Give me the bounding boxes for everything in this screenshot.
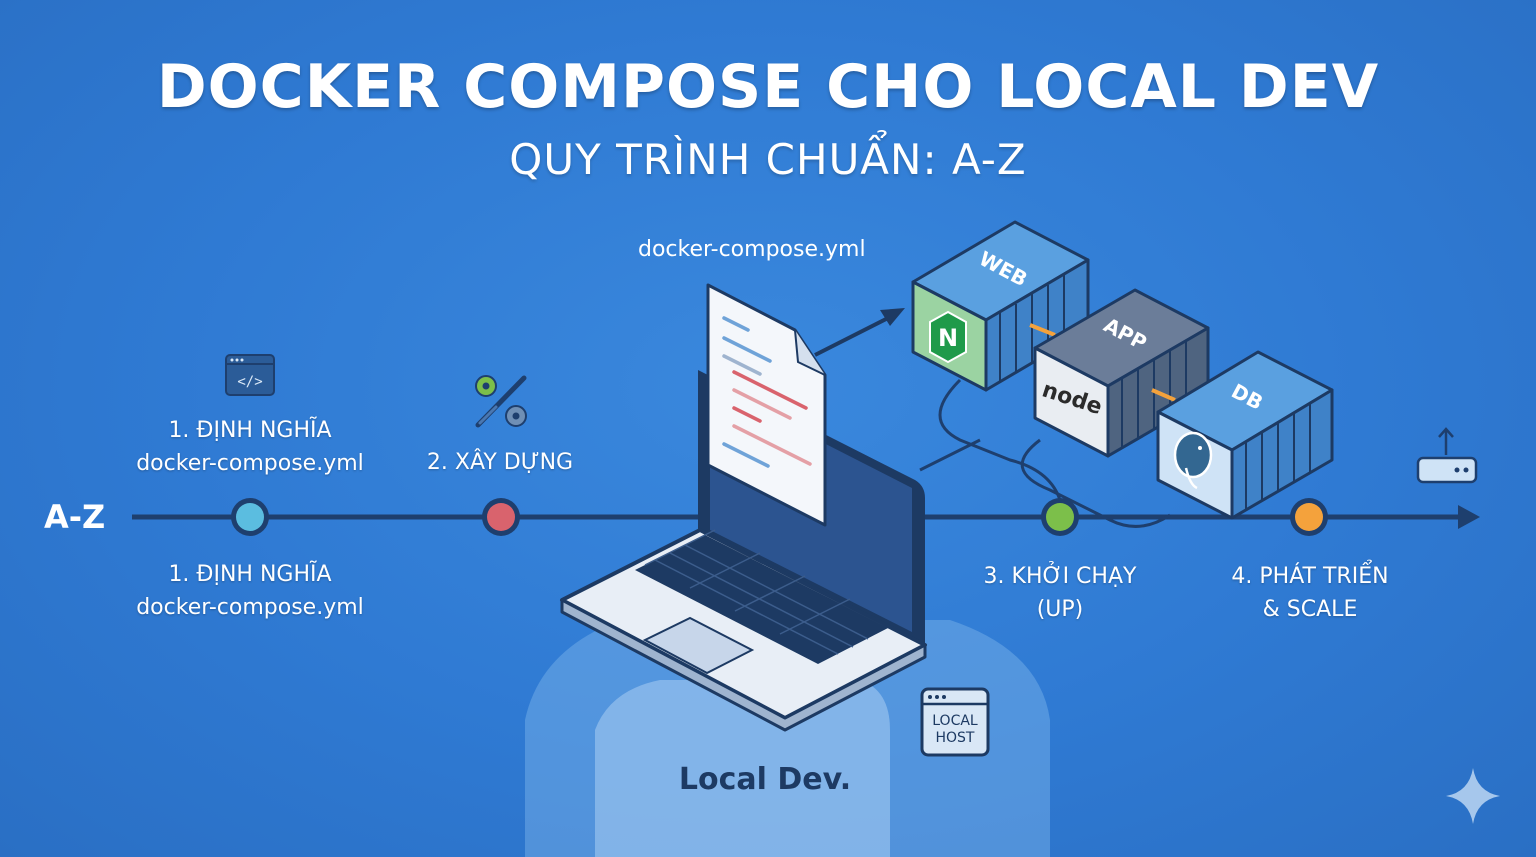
db-container: DB	[1156, 350, 1334, 520]
code-window-icon: </>	[225, 354, 275, 396]
app-db-link	[1151, 388, 1176, 402]
localhost-label: LOCAL HOST	[922, 713, 988, 747]
pedestal	[525, 620, 1050, 857]
yaml-document-icon	[706, 283, 827, 527]
svg-text:N: N	[938, 324, 958, 352]
step-node-1[interactable]	[231, 498, 269, 536]
localhost-line1: LOCAL	[932, 713, 978, 729]
step-1-bottom-title: 1. ĐỊNH NGHĨA	[168, 562, 332, 587]
step-3-title: 3. KHỞI CHẠY	[983, 564, 1137, 589]
step-4-label: 4. PHÁT TRIỂN & SCALE	[1200, 560, 1420, 626]
step-node-3[interactable]	[1041, 498, 1079, 536]
tools-gear-icon	[475, 375, 527, 428]
step-4-title: 4. PHÁT TRIỂN	[1231, 564, 1389, 589]
localhost-line2: HOST	[935, 730, 975, 746]
step-1-label-bottom: 1. ĐỊNH NGHĨA docker-compose.yml	[105, 558, 395, 624]
web-container: N WEB	[911, 220, 1090, 392]
sparkle-icon	[1446, 768, 1500, 824]
page-title: DOCKER COMPOSE CHO LOCAL DEV	[156, 52, 1380, 122]
step-1-file: docker-compose.yml	[136, 451, 364, 476]
localhost-badge-icon	[920, 687, 990, 757]
network-wires	[919, 378, 1171, 528]
nginx-logo-icon: N	[929, 310, 967, 364]
postgres-logo-icon	[1173, 431, 1213, 490]
step-4-sub: & SCALE	[1262, 597, 1358, 622]
step-2-label: 2. XÂY DỰNG	[426, 450, 574, 475]
svg-text:</>: </>	[237, 374, 262, 390]
step-3-label: 3. KHỞI CHẠY (UP)	[960, 560, 1160, 626]
timeline-start-label: A-Z	[44, 498, 106, 536]
step-node-4[interactable]	[1290, 498, 1328, 536]
step-node-2[interactable]	[482, 498, 520, 536]
deploy-arrow	[814, 308, 905, 357]
step-3-sub: (UP)	[1036, 597, 1084, 622]
step-1-bottom-file: docker-compose.yml	[136, 595, 364, 620]
laptop-label: Local Dev.	[678, 762, 852, 797]
web-app-link	[1029, 323, 1056, 337]
server-upload-icon	[1416, 427, 1478, 484]
page-subtitle: QUY TRÌNH CHUẨN: A-Z	[509, 135, 1027, 184]
compose-file-label: docker-compose.yml	[638, 237, 866, 262]
step-1-title: 1. ĐỊNH NGHĨA	[168, 418, 332, 443]
step-1-label: 1. ĐỊNH NGHĨA docker-compose.yml	[105, 414, 395, 480]
